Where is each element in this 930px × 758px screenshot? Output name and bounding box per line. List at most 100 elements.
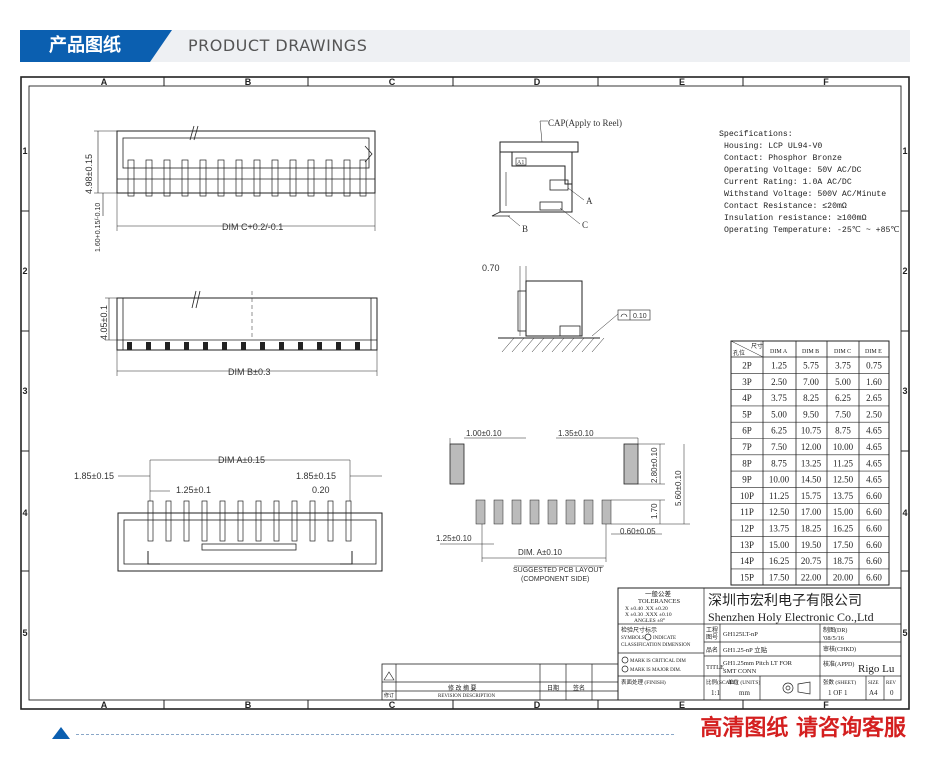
tolerance-en: TOLERANCES [638,598,681,605]
table-cell: 12.00 [801,442,822,452]
table-cell: 8.25 [803,393,819,403]
table-cell: 15.75 [801,491,822,501]
table-cell: 20.00 [833,572,854,582]
zone-col-c-bottom: C [389,700,396,710]
table-cell: 0.75 [866,361,882,371]
pcb-total-height-dim: 5.60±0.10 [674,470,683,506]
dimension-table-header: DIM E [865,349,882,355]
tolerance-line-1: X ±0.40 .XX ±0.20 [625,606,668,612]
revision-signature-label: 签名 [573,684,585,692]
header-tag: 产品图纸 [20,30,150,62]
profile-hatch [501,337,605,353]
bottom-view-left-dim: 1.85±0.15 [74,471,114,481]
table-cell: 13.75 [769,524,790,534]
table-cell: 6.60 [866,491,882,501]
drawing-sheet: A B C D E F A B C D E F 1 2 3 4 5 1 2 3 … [20,76,910,710]
product-label: 品名 [706,646,718,654]
scale-value: 1:1 [711,689,720,697]
table-cell: 18.25 [801,524,822,534]
table-cell: 19.50 [801,540,822,550]
projection-symbol-inner-icon [785,685,791,691]
front-view-height-dim: 4.05±0.1 [99,305,109,340]
pcb-pad-small-dim: 1.70 [650,503,659,519]
table-cell: 2.50 [771,377,787,387]
pcb-pitch-dim: 1.25±0.10 [436,534,472,543]
specifications: Specifications: Housing: LCP UL94-V0 Con… [719,129,900,235]
zone-col-d-bottom: D [534,700,541,710]
drawing-number-label: 图号 [706,634,718,641]
table-cell: 17.50 [769,572,790,582]
table-row-position: 6P [742,426,752,436]
table-cell: 14.50 [801,475,822,485]
zone-row-2-right: 2 [902,266,907,276]
dimension-table-header: DIM B [802,349,819,355]
table-cell: 6.60 [866,556,882,566]
spec-line: Housing: LCP UL94-V0 [724,141,822,151]
table-cell: 9.50 [803,409,819,419]
indicate-symbol-icon [644,633,652,641]
tolerance-line-3: ANGLES ±8° [634,617,665,624]
side-view-label-b: B [522,224,528,234]
table-cell: 11.25 [769,491,789,501]
table-row-position: 9P [742,475,752,485]
contact-service-link[interactable]: 高清图纸 请咨询客服 [700,716,906,741]
pcb-pads [475,499,612,525]
table-cell: 15.00 [833,507,854,517]
critical-symbol-icon [621,656,629,664]
spec-line: Current Rating: 1.0A AC/DC [724,177,852,187]
size-value: A4 [869,689,878,697]
dimension-table-corner-bottom: 孔位 [733,349,745,357]
table-row-position: 12P [740,524,754,534]
zone-col-b-bottom: B [245,700,252,710]
sheet-outer-frame [20,76,910,710]
title-value-line-1: GH1.25mm Pitch LT FOR [723,660,793,667]
table-cell: 6.25 [771,426,787,436]
table-cell: 10.75 [801,426,822,436]
top-view-tail-dim: 1.60+0.15/-0.10 [95,203,102,252]
units-value: mm [739,689,750,697]
units-label: 单位 (UNITS) [728,678,760,686]
side-view-cap-label: CAP(Apply to Reel) [548,118,622,128]
zone-row-3-right: 3 [902,386,907,396]
table-cell: 10.00 [769,475,790,485]
table-row-position: 13P [740,540,754,550]
sheet-value: 1 OF 1 [828,689,848,697]
zone-col-d-top: D [534,77,541,87]
project-value: GH125LT-nP [723,631,758,638]
projection-symbol-icon [782,682,794,694]
pcb-pad-height-dim: 2.80±0.10 [650,447,659,483]
front-view: 4.05±0.1 DIM B±0.3 [99,290,378,377]
header-tag-flag [150,30,172,62]
header-title-cn: 产品图纸 [49,35,121,56]
project-label: 工程 [706,626,718,634]
table-cell: 7.50 [771,442,787,452]
table-cell: 16.25 [769,556,790,566]
top-view-height-dim: 4.98±0.15 [84,154,94,194]
zone-col-e-bottom: E [679,700,685,710]
table-cell: 10.00 [833,442,854,452]
zone-col-c-top: C [389,77,396,87]
drawn-date: '08/5/16 [823,635,845,642]
check-dimension-title: 检验尺寸标示 [621,626,657,634]
pcb-caption-sub: (COMPONENT SIDE) [521,576,589,583]
footer-divider [76,734,674,735]
front-view-pins [127,342,360,350]
dimension-table-header: DIM C [834,349,851,355]
revision-date-label: 日期 [547,684,559,692]
side-view-label-a: A [586,196,593,206]
table-row-position: 7P [742,442,752,452]
size-label: SIZE [868,681,879,686]
header-title-en: PRODUCT DRAWINGS [188,36,368,55]
table-cell: 4.65 [866,475,882,485]
zone-col-f-top: F [823,77,829,87]
table-cell: 12.50 [769,507,790,517]
zone-row-5-right: 5 [902,628,907,638]
top-view-pins [127,159,367,197]
side-view: CAP(Apply to Reel) A1 A B C [491,118,622,234]
dimension-table-row-lines [731,372,889,570]
zone-row-4-left: 4 [22,508,27,518]
table-cell: 5.00 [771,409,787,419]
table-cell: 7.00 [803,377,819,387]
indicate-label: INDICATE [653,636,676,641]
